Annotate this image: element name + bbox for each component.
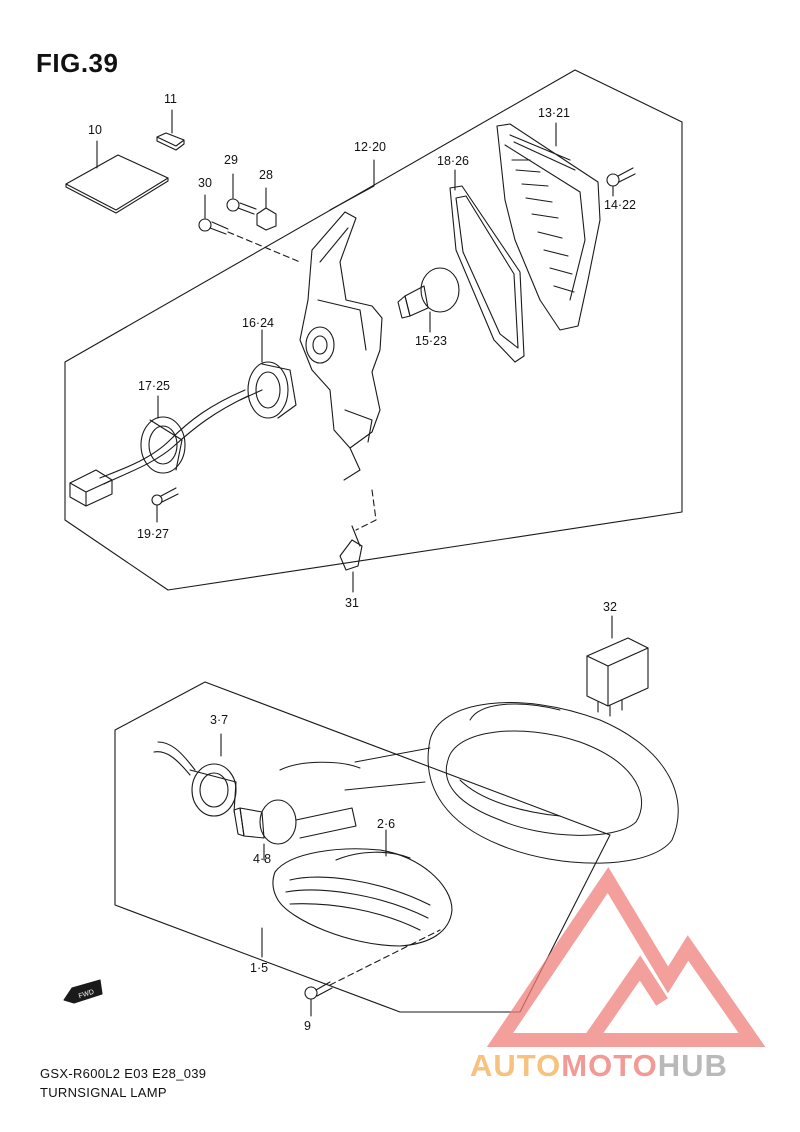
part-32-relay (586, 615, 649, 717)
part-10-label-sheet (65, 140, 169, 214)
label-part-29: 29 (224, 153, 238, 167)
part-17-25-grommet-harness (69, 389, 249, 507)
part-3-7-socket (153, 733, 237, 817)
automotohub-logo-icon (486, 866, 766, 1047)
label-part-2-6: 2·6 (377, 817, 396, 831)
watermark-text: AUTOMOTOHUB (470, 1048, 728, 1084)
watermark-moto: MOTO (561, 1048, 658, 1083)
label-part-10: 10 (88, 123, 102, 137)
mirror-housing (279, 702, 679, 864)
part-4-8-bulb (233, 799, 357, 861)
part-12-20-bracket (299, 159, 383, 481)
part-11-pad (156, 109, 185, 151)
label-part-17-25: 17·25 (138, 379, 170, 393)
label-part-9: 9 (304, 1019, 311, 1033)
diagram-name: TURNSIGNAL LAMP (40, 1085, 167, 1100)
part-13-21-lens (496, 122, 601, 331)
part-31-clip (339, 489, 377, 593)
watermark-hub: HUB (657, 1048, 728, 1083)
label-part-31: 31 (345, 596, 359, 610)
upper-assembly-frame (64, 69, 683, 591)
fwd-marker-text: FWD (78, 989, 95, 1001)
label-part-13-21: 13·21 (538, 106, 570, 120)
label-part-11: 11 (164, 92, 177, 106)
part-16-24-socket (239, 329, 297, 419)
label-part-32: 32 (603, 600, 617, 614)
part-14-22-screw (606, 167, 636, 197)
label-part-15-23: 15·23 (415, 334, 447, 348)
part-9-screw (304, 929, 441, 1017)
label-part-12-20: 12·20 (354, 140, 386, 154)
part-19-27-screw (151, 487, 179, 523)
part-30-screw (198, 194, 301, 263)
part-29-screw (226, 173, 257, 215)
watermark-auto: AUTO (470, 1048, 562, 1083)
label-part-30: 30 (198, 176, 212, 190)
label-part-19-27: 19·27 (137, 527, 169, 541)
figure-title: FIG.39 (36, 48, 119, 78)
label-part-16-24: 16·24 (242, 316, 274, 330)
diagram-code: GSX-R600L2 E03 E28_039 (40, 1066, 207, 1081)
fwd-arrow-icon: FWD (63, 979, 103, 1004)
label-part-28: 28 (259, 168, 273, 182)
label-part-3-7: 3·7 (210, 713, 229, 727)
label-part-4-8: 4·8 (253, 852, 272, 866)
label-part-1-5: 1·5 (250, 961, 269, 975)
part-2-6-lens (272, 829, 453, 947)
part-15-23-bulb (397, 267, 460, 333)
label-part-14-22: 14·22 (604, 198, 636, 212)
part-18-26-gasket (449, 169, 525, 363)
label-part-18-26: 18·26 (437, 154, 469, 168)
part-28-nut (256, 187, 277, 231)
